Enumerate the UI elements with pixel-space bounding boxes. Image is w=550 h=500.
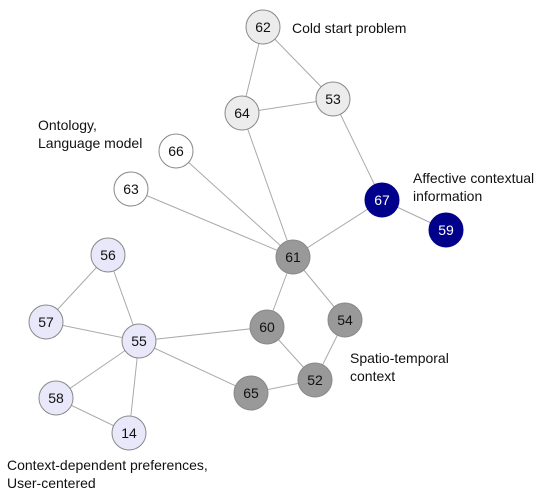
cluster-label-spatio-temporal: Spatio-temporal context [350, 350, 449, 384]
node-62: 62 [245, 9, 281, 45]
cluster-label-ontology: Ontology, Language model [38, 117, 143, 151]
edge-64-61 [241, 112, 294, 258]
node-label-59: 59 [438, 222, 454, 238]
node-circle-58 [38, 380, 74, 416]
node-circle-61 [275, 239, 311, 275]
node-label-14: 14 [121, 425, 137, 441]
node-label-63: 63 [123, 181, 139, 197]
node-circle-62 [245, 9, 281, 45]
node-label-64: 64 [234, 105, 250, 121]
node-circle-64 [224, 95, 260, 131]
edge-66-61 [175, 150, 294, 258]
node-65: 65 [233, 375, 269, 411]
node-circle-59 [428, 212, 464, 248]
cluster-label-cold-start: Cold start problem [292, 20, 407, 36]
node-66: 66 [158, 133, 194, 169]
node-label-58: 58 [48, 390, 64, 406]
node-circle-55 [121, 323, 157, 359]
node-label-57: 57 [38, 314, 54, 330]
node-circle-57 [28, 304, 64, 340]
node-label-60: 60 [259, 319, 275, 335]
node-label-66: 66 [168, 143, 184, 159]
node-circle-66 [158, 133, 194, 169]
node-label-52: 52 [307, 372, 323, 388]
cluster-label-context-dependent: Context-dependent preferences, User-cent… [7, 457, 208, 491]
node-label-53: 53 [325, 91, 341, 107]
node-circle-53 [315, 81, 351, 117]
node-label-55: 55 [131, 333, 147, 349]
node-56: 56 [90, 237, 126, 273]
node-label-56: 56 [100, 247, 116, 263]
node-circle-65 [233, 375, 269, 411]
node-circle-63 [113, 171, 149, 207]
edge-60-55 [138, 326, 268, 342]
node-55: 55 [121, 323, 157, 359]
edge-63-61 [130, 188, 294, 258]
node-67: 67 [364, 182, 400, 218]
node-circle-52 [297, 362, 333, 398]
node-58: 58 [38, 380, 74, 416]
node-54: 54 [327, 302, 363, 338]
edge-65-55 [138, 340, 252, 394]
node-63: 63 [113, 171, 149, 207]
node-circle-60 [249, 309, 285, 345]
node-53: 53 [315, 81, 351, 117]
node-label-61: 61 [285, 249, 301, 265]
node-57: 57 [28, 304, 64, 340]
edge-67-61 [292, 199, 383, 258]
node-label-65: 65 [243, 385, 259, 401]
node-60: 60 [249, 309, 285, 345]
node-circle-14 [111, 415, 147, 451]
node-label-67: 67 [374, 192, 390, 208]
node-layer: 62 64 53 66 63 67 59 61 60 54 52 65 56 57 55 58 14 [28, 9, 464, 451]
node-64: 64 [224, 95, 260, 131]
node-14: 14 [111, 415, 147, 451]
node-61: 61 [275, 239, 311, 275]
node-label-62: 62 [255, 19, 271, 35]
node-59: 59 [428, 212, 464, 248]
node-circle-56 [90, 237, 126, 273]
node-circle-54 [327, 302, 363, 338]
node-label-54: 54 [337, 312, 353, 328]
edge-53-67 [332, 98, 383, 201]
cluster-label-affective: Affective contextual information [413, 170, 535, 204]
node-circle-67 [364, 182, 400, 218]
node-52: 52 [297, 362, 333, 398]
